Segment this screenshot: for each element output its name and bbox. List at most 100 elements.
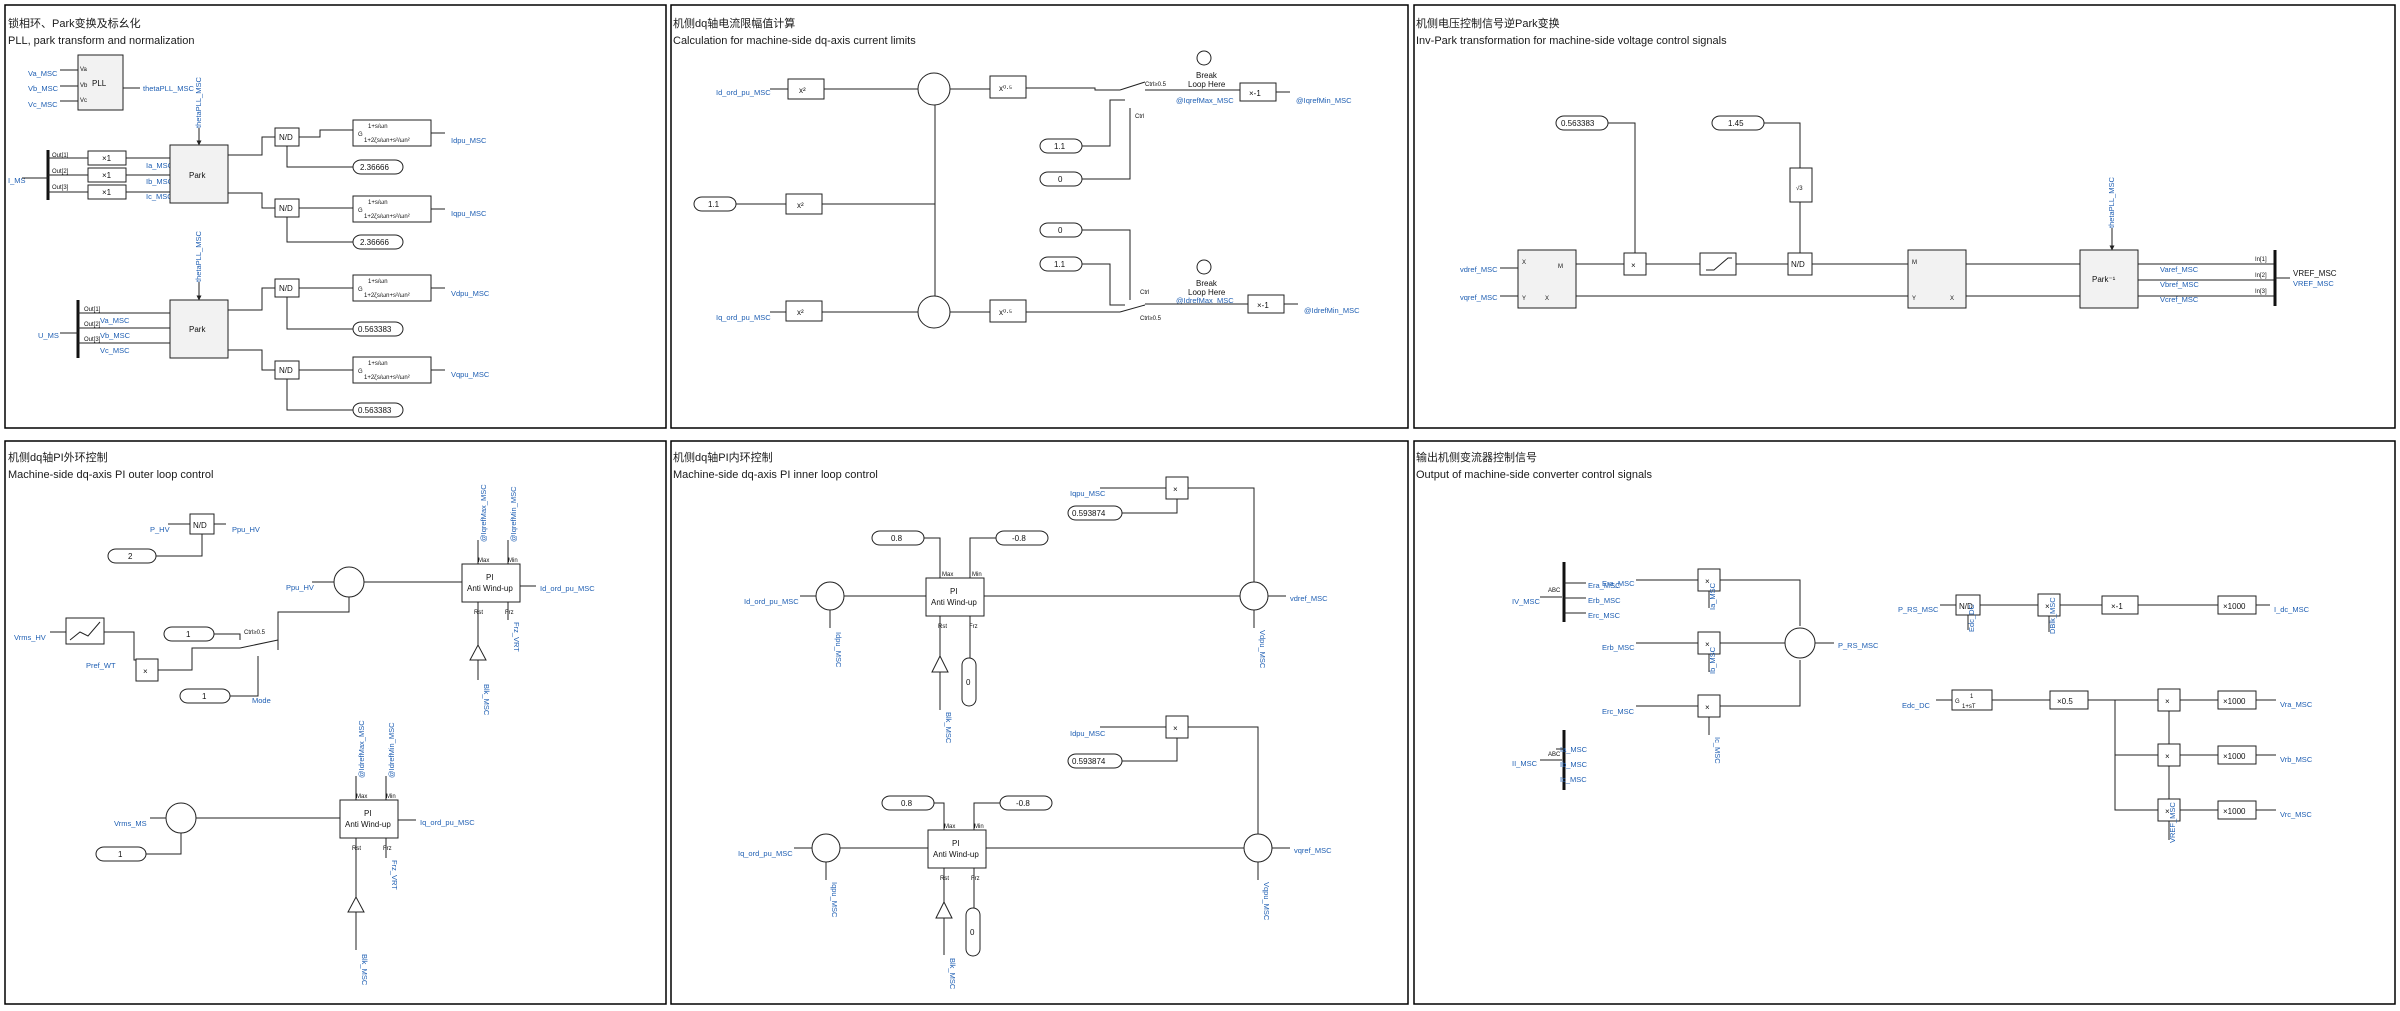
limiter-block[interactable]	[1699, 252, 1737, 276]
panel5-title-cn: 机侧dq轴PI内环控制	[673, 450, 773, 464]
svg-text:Out[1]: Out[1]	[84, 307, 101, 313]
svg-text:Rst: Rst	[474, 610, 483, 616]
erb-in: Erb_MSC	[1602, 643, 1635, 652]
square-block-3[interactable]	[785, 300, 823, 322]
break-loop-2[interactable]	[1196, 259, 1212, 275]
svg-text:ABC: ABC	[1548, 752, 1561, 758]
pll-block-group: PLL Va Vb Vc Va_MSC Vb_MSC Vc_MSC thetaP…	[28, 54, 194, 111]
lookup-block[interactable]	[65, 617, 105, 645]
pi-antiwindup-outer-1[interactable]	[461, 563, 521, 603]
p-rs-msc-in: P_RS_MSC	[1898, 605, 1939, 614]
iv-msc: IV_MSC	[1512, 597, 1541, 606]
ia-msc-p6: Ia_MSC	[1560, 745, 1588, 754]
svg-text:Out[3]: Out[3]	[84, 337, 101, 343]
sum-node-p6	[1784, 627, 1816, 659]
sqrt3-block[interactable]	[1789, 167, 1813, 203]
const-0-vert-b[interactable]	[965, 907, 981, 957]
era-msc: Era_MSC	[1588, 581, 1621, 590]
sum-node-p5-3	[811, 833, 841, 863]
pll-block[interactable]	[77, 54, 124, 111]
svg-text:Out[3]: Out[3]	[52, 185, 69, 191]
svg-text:PI: PI	[486, 573, 494, 582]
svg-text:Break: Break	[1196, 71, 1218, 80]
break-loop-1[interactable]	[1196, 50, 1212, 66]
vdref-out: vdref_MSC	[1290, 594, 1328, 603]
polar-rect-block[interactable]	[1907, 249, 1967, 309]
svg-text:1: 1	[1970, 694, 1974, 700]
panel-inv-park	[1413, 4, 2396, 429]
sum-node-2	[917, 295, 951, 329]
svg-text:Anti Wind-up: Anti Wind-up	[933, 850, 979, 859]
svg-text:Max: Max	[356, 794, 367, 800]
um-signal: U_MS	[38, 331, 59, 340]
ib-in-mult: Ib_MSC	[1708, 646, 1717, 674]
const-2-36666-a[interactable]	[352, 159, 404, 175]
vqref-out: vqref_MSC	[1294, 846, 1332, 855]
svg-text:×1000: ×1000	[2223, 697, 2246, 706]
vqref-input: vqref_MSC	[1460, 293, 1498, 302]
svg-text:Rst: Rst	[940, 876, 949, 882]
svg-text:Y: Y	[1522, 296, 1526, 302]
svg-text:Va: Va	[80, 67, 88, 73]
filter-idpu[interactable]	[352, 119, 432, 147]
panel5-title-en: Machine-side dq-axis PI inner loop contr…	[673, 469, 878, 481]
filter-vqpu[interactable]	[352, 356, 432, 384]
svg-text:Park⁻¹: Park⁻¹	[2092, 275, 2116, 284]
panel4-title-cn: 机侧dq轴PI外环控制	[8, 450, 108, 464]
svg-text:×-1: ×-1	[1249, 89, 1261, 98]
idmin-in-outer: @IdrefMin_MSC	[387, 722, 396, 778]
svg-text:1+2ζs/ωn+s²/ωn²: 1+2ζs/ωn+s²/ωn²	[364, 138, 410, 144]
svg-text:2: 2	[128, 552, 133, 561]
svg-text:0.8: 0.8	[901, 799, 913, 808]
svg-text:×: ×	[1631, 261, 1636, 270]
filter-iqpu[interactable]	[352, 195, 432, 223]
sum-node-p5-2	[1239, 581, 1269, 611]
svg-text:1+sT: 1+sT	[1962, 704, 1976, 710]
svg-text:1.1: 1.1	[708, 200, 720, 209]
panel-inner-loop	[670, 440, 1409, 1005]
svg-text:0.8: 0.8	[891, 534, 903, 543]
sqrt-block-1[interactable]	[989, 75, 1027, 99]
i-dc-msc: I_dc_MSC	[2274, 605, 2310, 614]
svg-text:Frz: Frz	[971, 876, 980, 882]
varef-out: Varef_MSC	[2160, 265, 2199, 274]
vector-mag-block[interactable]	[1517, 249, 1577, 309]
inv-park-block[interactable]	[2079, 249, 2139, 309]
filter-vdpu[interactable]	[352, 274, 432, 302]
svg-text:G: G	[1955, 699, 1960, 705]
park-block-current[interactable]	[169, 144, 229, 204]
ia-in-mult: Ia_MSC	[1708, 582, 1717, 610]
svg-text:×: ×	[1705, 577, 1710, 586]
ppu-hv-2: Ppu_HV	[286, 583, 314, 592]
const-0-vert-a[interactable]	[961, 657, 977, 707]
sqrt-block-2[interactable]	[989, 299, 1027, 323]
svg-text:Vc: Vc	[80, 98, 87, 104]
svg-text:Rst: Rst	[352, 846, 361, 852]
svg-text:In[1]: In[1]	[2255, 257, 2267, 263]
edc-dc-2: Edc_DC	[1902, 701, 1931, 710]
pi-antiwindup-inner-1[interactable]	[925, 577, 985, 617]
const-0-563383-b[interactable]	[352, 402, 404, 418]
ic-signal: Ic_MSC	[146, 192, 173, 201]
vqpu-output: Vqpu_MSC	[451, 370, 490, 379]
panel-output-signals	[1413, 440, 2396, 1005]
svg-text:Rst: Rst	[938, 624, 947, 630]
const-2-36666-b[interactable]	[352, 234, 404, 250]
square-block-2[interactable]	[785, 193, 823, 215]
square-block-1[interactable]	[787, 78, 825, 100]
svg-text:Frz: Frz	[383, 846, 392, 852]
id-ord-out: Id_ord_pu_MSC	[540, 584, 595, 593]
svg-text:1+s/ωn: 1+s/ωn	[368, 279, 388, 285]
ib-signal: Ib_MSC	[146, 177, 174, 186]
pi-antiwindup-inner-2[interactable]	[927, 829, 987, 869]
svg-text:X: X	[1545, 296, 1549, 302]
svg-text:Ctrl≥0.5: Ctrl≥0.5	[1145, 82, 1167, 88]
svg-text:0.563383: 0.563383	[358, 325, 392, 334]
svg-text:x²: x²	[797, 308, 804, 317]
vref-msc-p6: VREF_MSC	[2168, 802, 2177, 843]
svg-text:0: 0	[970, 928, 975, 937]
id-ord-in-inner: Id_ord_pu_MSC	[744, 597, 799, 606]
const-0-563383-a[interactable]	[352, 321, 404, 337]
pi-antiwindup-outer-2[interactable]	[339, 799, 399, 839]
svg-text:PI: PI	[952, 839, 960, 848]
